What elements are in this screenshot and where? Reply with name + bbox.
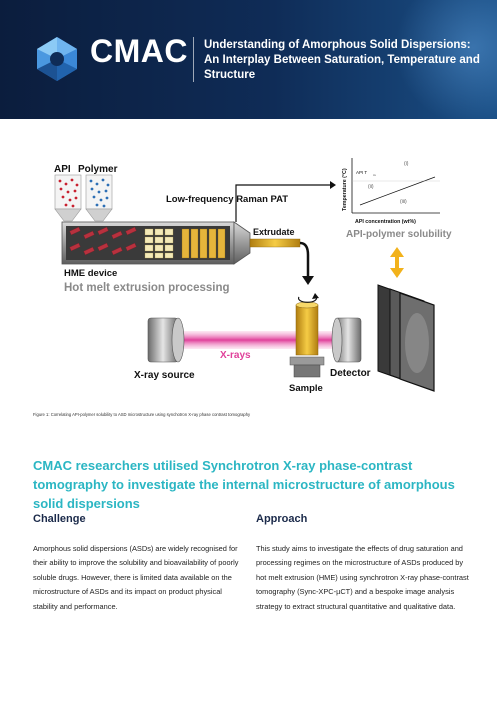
header-sparkle-decoration — [377, 0, 497, 119]
extrudate-label: Extrudate — [253, 227, 295, 237]
raman-arrowhead-icon — [330, 181, 336, 189]
header-banner: CMAC Understanding of Amorphous Solid Di… — [0, 0, 497, 119]
detector — [331, 317, 362, 363]
raman-label: Low-frequency Raman PAT — [166, 194, 288, 205]
xray-source-label: X-ray source — [134, 370, 195, 381]
polymer-hopper — [85, 174, 113, 222]
hme-device-label: HME device — [64, 268, 117, 279]
process-label: Hot melt extrusion processing — [64, 282, 230, 294]
process-figure: API Polymer Extrudate — [54, 158, 452, 394]
detector-label: Detector — [330, 368, 371, 379]
cmac-logo-text: CMAC — [90, 33, 188, 69]
hme-barrel — [61, 221, 251, 265]
xrays-label: X-rays — [220, 350, 251, 361]
approach-text: This study aims to investigate the effec… — [256, 544, 469, 611]
down-arrowhead-icon — [302, 276, 314, 285]
raman-arrow — [235, 184, 330, 222]
solubility-label: API-polymer solubility — [346, 229, 452, 240]
plot-region-ii: (ii) — [368, 184, 374, 190]
xray-source — [147, 317, 185, 363]
sample-stage — [289, 293, 325, 378]
sample-label: Sample — [289, 383, 323, 394]
double-arrow-icon — [390, 247, 404, 278]
header-divider — [193, 37, 194, 82]
cmac-logo-icon — [37, 37, 77, 81]
solubility-plot — [351, 158, 440, 214]
figure-caption: Figure 1: Correlating API-polymer solubi… — [33, 412, 251, 417]
plot-tg-label: API T — [356, 170, 367, 175]
plot-xlabel: API concentration (wt%) — [355, 219, 416, 225]
tomography-slices — [377, 284, 435, 392]
challenge-title: Challenge — [33, 513, 86, 525]
headline: CMAC researchers utilised Synchrotron X-… — [33, 458, 455, 511]
api-hopper — [54, 174, 82, 222]
extrudate-to-sample-arrow — [299, 241, 310, 277]
api-label: API — [54, 164, 71, 175]
approach-title: Approach — [256, 513, 308, 525]
polymer-label: Polymer — [78, 164, 118, 175]
document-title: Understanding of Amorphous Solid Dispers… — [204, 39, 480, 81]
plot-region-iii: (iii) — [400, 199, 407, 205]
plot-tg-sub: m — [373, 173, 376, 177]
extrudate-rod — [249, 238, 301, 248]
plot-region-i: (i) — [404, 161, 409, 167]
plot-ylabel: Temperature (°C) — [342, 168, 348, 211]
challenge-text: Amorphous solid dispersions (ASDs) are w… — [33, 544, 239, 611]
